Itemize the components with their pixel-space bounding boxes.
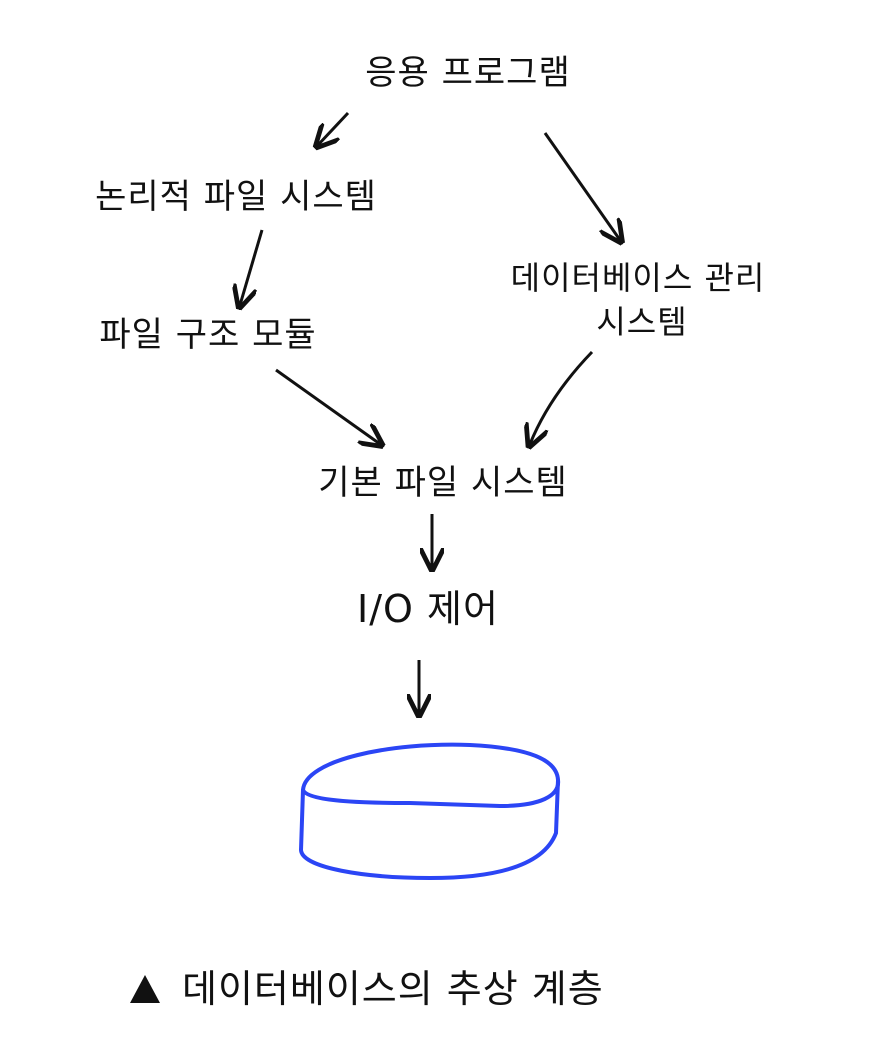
triangle-icon xyxy=(130,974,160,1003)
diagram-caption: 데이터베이스의 추상 계층 xyxy=(130,958,604,1013)
arrow-logical-to-fileorg xyxy=(240,229,264,305)
caption-text: 데이터베이스의 추상 계층 xyxy=(182,967,604,1011)
node-dbms-line1: 데이터베이스 관리 xyxy=(510,259,766,297)
node-io-control: I/O 제어 xyxy=(357,587,499,631)
arrow-fileorg-to-basic xyxy=(275,368,380,444)
arrow-dbms-to-basic xyxy=(530,350,594,444)
node-app-program: 응용 프로그램 xyxy=(365,53,571,93)
node-logical-file-system: 논리적 파일 시스템 xyxy=(95,177,377,217)
node-basic-file-system: 기본 파일 시스템 xyxy=(318,463,568,503)
node-file-organization-module: 파일 구조 모듈 xyxy=(99,315,317,355)
arrow-app-to-logical xyxy=(318,111,350,145)
arrow-app-to-dbms xyxy=(543,132,620,240)
disk-cylinder-icon xyxy=(299,742,561,880)
node-dbms-line2: 시스템 xyxy=(596,303,688,341)
